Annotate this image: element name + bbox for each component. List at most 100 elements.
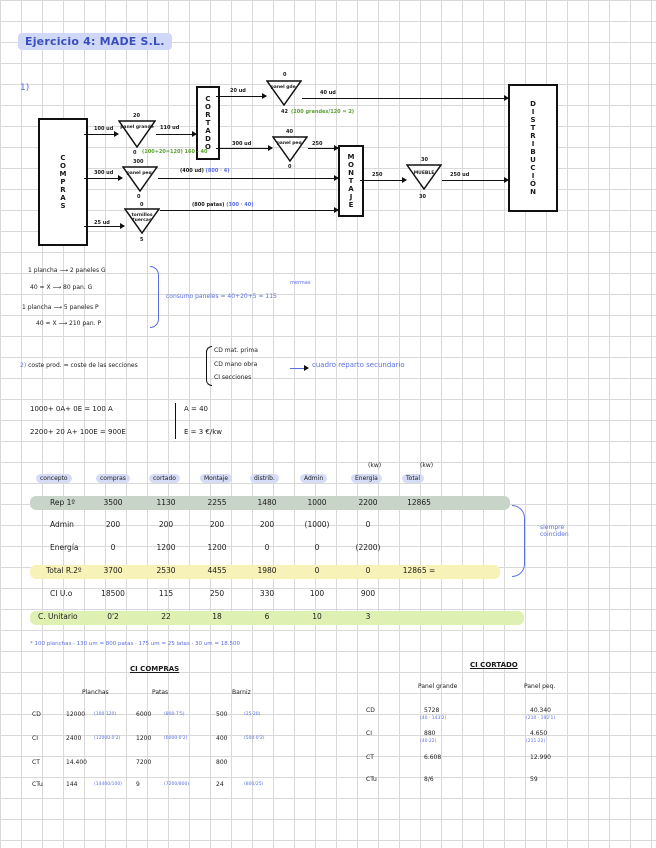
divider	[175, 403, 176, 439]
result: A = 40	[184, 405, 209, 413]
table-cell: (1000)	[304, 520, 330, 529]
table-row-label: C. Unitario	[38, 612, 78, 621]
ci-compras-cell: 1200	[136, 735, 152, 742]
ci-compras-row-label: CT	[32, 759, 40, 766]
note-green: (100+20=120) 160 - 40	[142, 149, 208, 155]
table-cell: 4455	[207, 566, 227, 575]
flow-line	[84, 223, 125, 229]
flow-label: 300 ud	[94, 170, 114, 176]
ci-compras-note: (6000·0'2)	[164, 736, 188, 741]
cuadro-reparto-label: cuadro reparto secundario	[312, 361, 405, 369]
result: E = 3 €/kw	[184, 428, 223, 436]
stock-number: 0	[137, 194, 141, 200]
table-header-3: Montaje	[200, 474, 233, 483]
flow-label: 40 ud	[320, 90, 336, 96]
table-header-0: concepto	[36, 474, 72, 483]
panel-pequeno-2-inventory-icon: panel peq.	[272, 136, 308, 162]
conversion-line: 40 = X ⟶ 210 pan. P	[36, 320, 102, 327]
flow-line	[308, 145, 339, 151]
mermas-note: mermas	[290, 280, 311, 286]
stock-number: 30	[421, 157, 428, 163]
table-cell: 2530	[156, 566, 176, 575]
table-cell: 10	[312, 612, 322, 621]
ci-cortado-row-label: CT	[366, 754, 374, 761]
table-cell: 250	[209, 589, 225, 598]
brace	[150, 266, 159, 328]
ci-compras-note: (12000·0'2)	[94, 736, 121, 741]
flow-label: (800 patas) (300 · 40)	[192, 202, 254, 208]
ci-compras-cell: 800	[216, 759, 228, 766]
table-cell: 6	[264, 612, 270, 621]
panel-grande-inventory-icon: panel grande	[118, 120, 156, 148]
ci-compras-cell: 500	[216, 711, 228, 718]
row-highlight	[30, 565, 500, 579]
ci-compras-row-label: CD	[32, 711, 41, 718]
table-cell: 22	[161, 612, 171, 621]
conversion-line: 1 plancha ⟶ 5 paneles P	[22, 304, 99, 311]
table-cell: 2255	[207, 498, 227, 507]
page-title: Ejercicio 4: MADE S.L.	[18, 33, 172, 50]
table-cell: 2200	[358, 498, 378, 507]
consumo-paneles: consumo paneles = 40+20+5 = 115	[166, 293, 277, 300]
ci-compras-col-header: Barniz	[232, 689, 251, 696]
table-cell: 0	[314, 543, 320, 552]
flow-label: 250 ud	[450, 172, 470, 178]
panel-grande-2-inventory-icon: panel gde.	[266, 80, 302, 106]
ci-cortado-note: (211·22)	[526, 739, 546, 744]
ci-cortado-note: (210 · 192'1)	[526, 716, 556, 721]
flow-line	[84, 131, 119, 137]
table-cell: 1000	[307, 498, 327, 507]
stock-number: 0	[133, 150, 137, 156]
flow-line	[302, 95, 509, 101]
brace-left	[206, 346, 212, 386]
table-header-4: distrib.	[250, 474, 279, 483]
ci-cortado-col-header: Panel peq.	[524, 683, 556, 690]
table-cell: 1130	[156, 498, 176, 507]
row-highlight	[30, 496, 510, 510]
ci-compras-col-header: Planchas	[82, 689, 109, 696]
table-cell: (2200)	[355, 543, 381, 552]
table-cell: 1200	[207, 543, 227, 552]
table-cell: 1480	[257, 498, 277, 507]
ci-compras-note: (500·0'2)	[244, 736, 265, 741]
table-cell: 12865	[407, 498, 431, 507]
ci-compras-cell: 144	[66, 781, 78, 788]
ci-cortado-row-label: CTu	[366, 776, 377, 783]
row-highlight	[30, 611, 524, 625]
table-cell: 3	[365, 612, 371, 621]
stock-number: 42	[281, 109, 288, 115]
ci-compras-cell: 6000	[136, 711, 152, 718]
table-row-label: Energía	[50, 543, 79, 552]
table-cell: 0	[264, 543, 270, 552]
table-cell: 0	[365, 520, 371, 529]
stock-number: 5	[140, 237, 144, 243]
flow-label: 300 ud	[232, 141, 252, 147]
flow-line	[160, 207, 339, 213]
ci-compras-cell: 24	[216, 781, 224, 788]
table-cell: 115	[158, 589, 174, 598]
table-header-7: Total	[402, 474, 425, 483]
flow-label: 100 ud	[94, 126, 114, 132]
brace-right	[512, 505, 525, 577]
flow-line	[360, 177, 407, 183]
table-cell: 200	[259, 520, 275, 529]
ci-compras-cell: 14.400	[66, 759, 87, 766]
table-header-2: cortado	[149, 474, 180, 483]
stock-number: 300	[133, 159, 144, 165]
table-cell: 100	[309, 589, 325, 598]
ci-compras-row-label: CI	[32, 735, 38, 742]
flow-label: 250	[312, 141, 323, 147]
flow-line	[442, 177, 509, 183]
table-header-6: Energía	[351, 474, 382, 483]
stock-number: 40	[286, 129, 293, 135]
ci-cortado-note: (40 · 143'2)	[420, 716, 447, 721]
ci-cortado-cell: 6.608	[424, 754, 442, 761]
table-cell: 3500	[103, 498, 123, 507]
conversion-line: 40 = X ⟶ 80 pan. G	[30, 284, 93, 291]
ci-cortado-row-label: CI	[366, 730, 372, 737]
table-cell: 0	[365, 566, 371, 575]
